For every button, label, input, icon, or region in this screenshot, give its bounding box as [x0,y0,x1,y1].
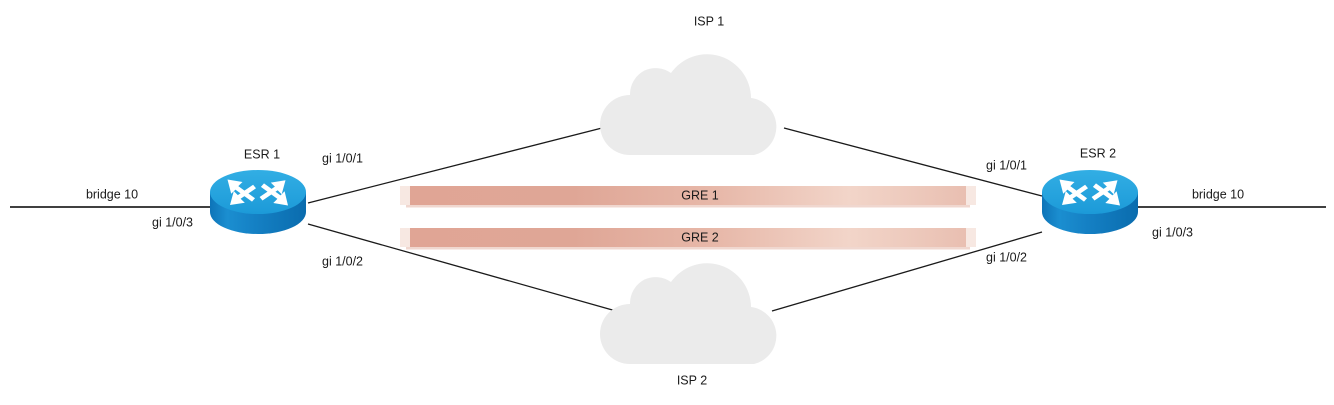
tunnel-bar-shadow [406,247,970,250]
interface-label-esr1-gi3: gi 1/0/3 [152,215,193,229]
cloud-icon [600,263,777,364]
router-icon [1042,170,1138,234]
tunnel-bar-cap-right [966,186,976,205]
link-esr1-isp2 [307,223,617,312]
link-isp1-esr2 [783,127,1043,197]
interface-label-esr1-gi2: gi 1/0/2 [322,254,363,268]
link-isp2-esr2 [771,231,1043,312]
interface-label-esr2-gi2: gi 1/0/2 [986,250,1027,264]
tunnel-bar-shadow [406,205,970,208]
cloud-icon [600,54,777,155]
tunnel-bar-cap-left [400,186,410,205]
interface-label-esr1-gi1: gi 1/0/1 [322,151,363,165]
bridge-label-left: bridge 10 [86,187,138,201]
tunnel-gre1[interactable] [400,186,976,208]
tunnel-bar-cap-left [400,228,410,247]
link-esr1-isp1 [307,127,603,204]
device-label-esr1: ESR 1 [244,147,280,161]
tunnel-label-gre1: GRE 1 [681,188,719,202]
bridge-label-right: bridge 10 [1192,187,1244,201]
device-esr1[interactable] [210,170,306,234]
link-lines-group [307,127,1043,312]
interface-label-esr2-gi3: gi 1/0/3 [1152,225,1193,239]
tunnel-label-gre2: GRE 2 [681,230,719,244]
tunnel-bar [400,228,976,247]
cloud-isp2[interactable] [600,263,777,364]
device-esr2[interactable] [1042,170,1138,234]
router-icon [210,170,306,234]
tunnel-bar-cap-right [966,228,976,247]
interface-label-esr2-gi1: gi 1/0/1 [986,158,1027,172]
cloud-isp1[interactable] [600,54,777,155]
tunnel-bar [400,186,976,205]
cloud-label-isp2: ISP 2 [677,373,707,387]
cloud-label-isp1: ISP 1 [694,14,724,28]
device-label-esr2: ESR 2 [1080,146,1116,160]
tunnel-gre2[interactable] [400,228,976,250]
